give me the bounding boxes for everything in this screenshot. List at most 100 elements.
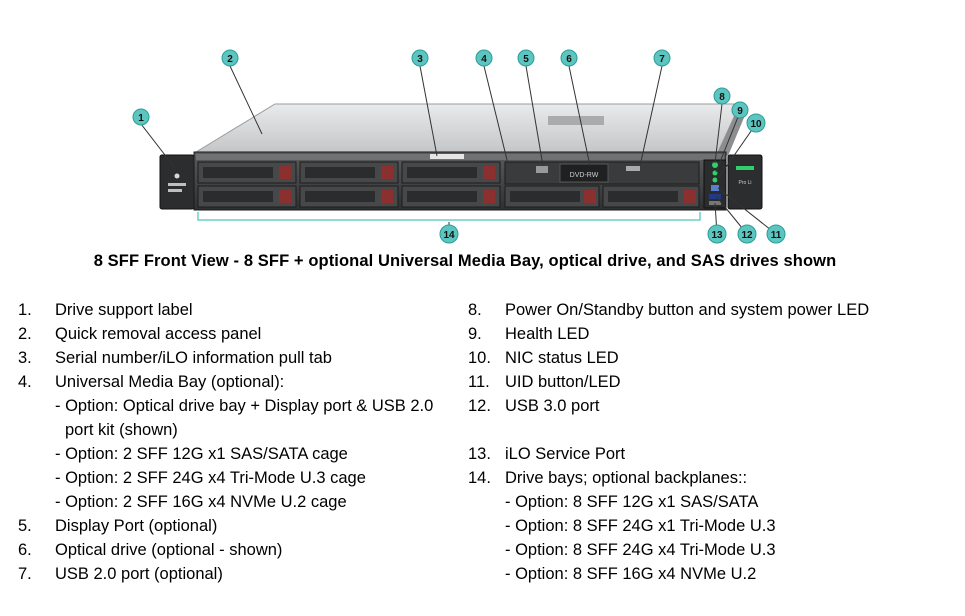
legend-option: - Option: 2 SFF 12G x1 SAS/SATA cage xyxy=(55,445,348,463)
drive-handle xyxy=(407,191,477,202)
legend-num: 4. xyxy=(18,373,32,391)
usb-3-port xyxy=(709,194,721,199)
callout-1-circle xyxy=(132,108,150,126)
callout-10-circle xyxy=(746,113,766,133)
callout-4: 4 xyxy=(481,54,487,65)
leader-4 xyxy=(483,65,509,165)
drive-handle xyxy=(305,191,375,202)
optical-drive xyxy=(559,163,609,183)
leader-3 xyxy=(419,65,438,157)
legend-item-4: 4. Universal Media Bay (optional): xyxy=(18,370,458,394)
callout-14: 14 xyxy=(443,230,455,241)
legend-num: 2. xyxy=(18,325,32,343)
callout-7-circle xyxy=(653,49,671,67)
legend-option: - Option: 8 SFF 24G x1 Tri-Mode U.3 xyxy=(505,517,776,535)
legend-text: iLO Service Port xyxy=(505,445,626,463)
legend-text: Health LED xyxy=(505,325,590,343)
legend-num: 3. xyxy=(18,349,32,367)
drive-release-tab xyxy=(483,190,495,203)
legend-num: 8. xyxy=(468,301,482,319)
legend-option-continued: port kit (shown) xyxy=(65,421,178,439)
callout-11-circle xyxy=(766,224,786,244)
optical-drive-label: DVD-RW xyxy=(570,172,599,179)
top-label-plate xyxy=(548,116,604,125)
leader-5 xyxy=(525,65,544,167)
leader-11 xyxy=(717,187,777,235)
legend-spacer xyxy=(468,418,948,442)
drive-support-label-dot xyxy=(174,173,180,179)
left-rack-ear xyxy=(159,154,195,210)
legend-item-3: 3. Serial number/iLO information pull tab xyxy=(18,346,458,370)
drive-handle xyxy=(203,191,273,202)
callout-11: 11 xyxy=(771,230,782,241)
usb-2-port xyxy=(626,166,640,171)
legend-num: 6. xyxy=(18,541,32,559)
legend-text: Display Port (optional) xyxy=(55,517,218,535)
legend-num: 12. xyxy=(468,397,491,415)
drive-bays-bracket xyxy=(197,212,701,221)
legend-num: 14. xyxy=(468,469,491,487)
drive-handle xyxy=(203,167,273,178)
drive-handle xyxy=(407,167,477,178)
leader-10 xyxy=(716,123,757,181)
brand-text: Pro Li xyxy=(738,180,751,186)
legend-item-8: 8. Power On/Standby button and system pow… xyxy=(468,298,948,322)
drive-release-tab xyxy=(279,166,291,179)
callout-9: 9 xyxy=(737,106,743,117)
drive-release-tab xyxy=(381,166,393,179)
drive-release-tab xyxy=(684,190,696,203)
drive-handle xyxy=(608,191,678,202)
legend-num: 10. xyxy=(468,349,491,367)
legend-num: 5. xyxy=(18,517,32,535)
callout-2: 2 xyxy=(227,54,233,65)
legend-text: NIC status LED xyxy=(505,349,619,367)
leader-7 xyxy=(639,65,663,167)
callout-14-circle xyxy=(439,224,459,244)
leader-8 xyxy=(714,103,723,164)
callout-4-circle xyxy=(475,49,493,67)
callout-2-circle xyxy=(221,49,239,67)
legend-item-6: 6. Optical drive (optional - shown) xyxy=(18,538,458,562)
callout-6-circle xyxy=(560,49,578,67)
legend-option: - Option: 2 SFF 24G x4 Tri-Mode U.3 cage xyxy=(55,469,366,487)
power-button-led xyxy=(712,162,718,168)
legend-text: Universal Media Bay (optional): xyxy=(55,373,285,391)
legend-text: Power On/Standby button and system power… xyxy=(505,301,870,319)
legend-option: - Option: 8 SFF 24G x4 Tri-Mode U.3 xyxy=(505,541,776,559)
legend-text: UID button/LED xyxy=(505,373,621,391)
callout-10: 10 xyxy=(750,119,762,130)
legend-num: 7. xyxy=(18,565,32,583)
callout-6: 6 xyxy=(566,54,572,65)
legend-left: 1.Drive support label 2.Quick removal ac… xyxy=(18,298,458,586)
leader-6 xyxy=(568,65,591,167)
callout-12: 12 xyxy=(741,230,753,241)
callout-1: 1 xyxy=(138,113,144,124)
leader-9 xyxy=(715,111,741,173)
legend-item-11: 11. UID button/LED xyxy=(468,370,948,394)
legend-option: - Option: 2 SFF 16G x4 NVMe U.2 cage xyxy=(55,493,347,511)
legend-item-13: 13. iLO Service Port xyxy=(468,442,948,466)
server-front-diagram: DVD-RW Pro Li 1 2 3 4 xyxy=(132,49,786,244)
callout-9-circle xyxy=(731,101,749,119)
legend-option: - Option: 8 SFF 12G x1 SAS/SATA xyxy=(505,493,759,511)
legend-text: Drive support label xyxy=(55,301,193,319)
legend-num: 13. xyxy=(468,445,491,463)
legend-right: 8. Power On/Standby button and system pow… xyxy=(468,298,948,586)
callout-3-circle xyxy=(411,49,429,67)
legend-text: Optical drive (optional - shown) xyxy=(55,541,283,559)
leader-2 xyxy=(229,65,263,135)
legend-item-7: 7. USB 2.0 port (optional) xyxy=(18,562,458,586)
drive-release-tab xyxy=(483,166,495,179)
callouts: 1 2 3 4 5 6 7 8 9 10 11 12 13 14 xyxy=(132,49,786,244)
legend-text: Serial number/iLO information pull tab xyxy=(55,349,332,367)
legend-num: 11. xyxy=(468,373,490,391)
legend-option: - Option: Optical drive bay + Display po… xyxy=(55,397,434,415)
display-port xyxy=(536,166,548,173)
legend-text: USB 2.0 port (optional) xyxy=(55,565,223,583)
legend-item-2: 2.Quick removal access panel xyxy=(18,322,458,346)
legend-item-1: 1.Drive support label xyxy=(18,298,458,322)
legend-num: 9. xyxy=(468,325,482,343)
legend-text: USB 3.0 port xyxy=(505,397,600,415)
legend-item-5: 5. Display Port (optional) xyxy=(18,514,458,538)
drive-support-label-text xyxy=(168,189,182,192)
